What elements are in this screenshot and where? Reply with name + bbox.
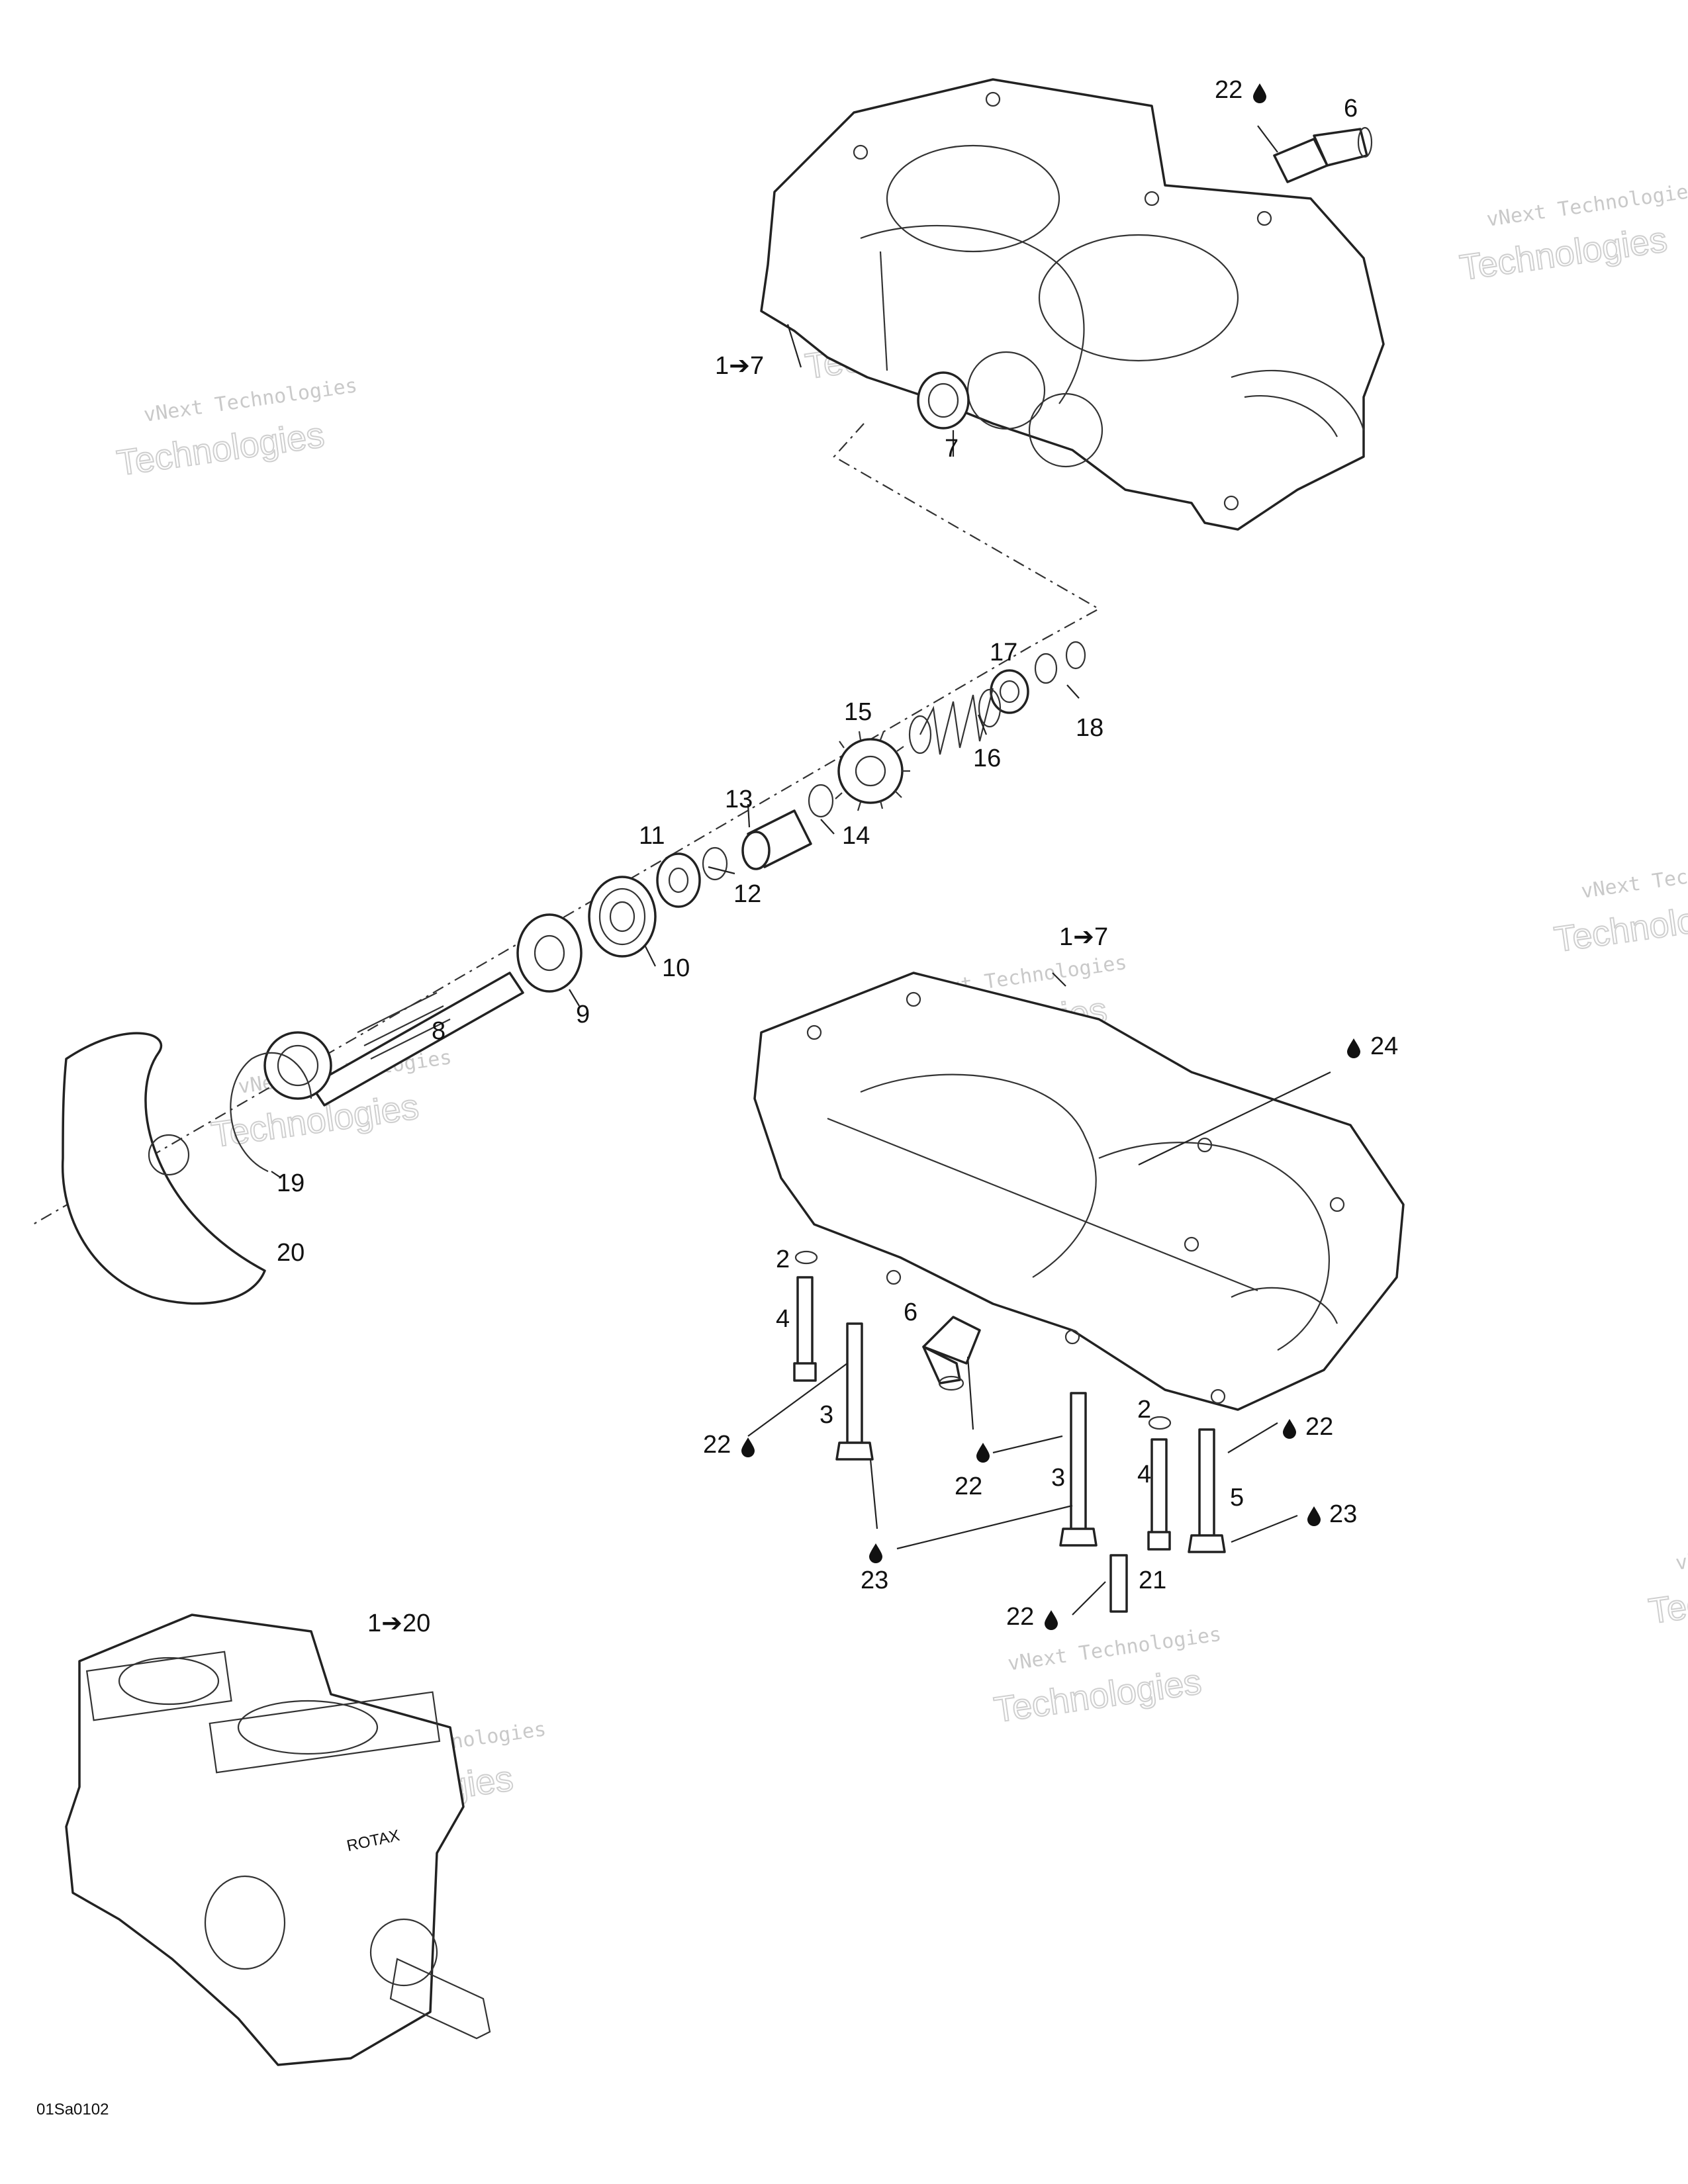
watermark-text: vNext Technologies [1674,1522,1688,1575]
sealant-drop-icon [741,1437,755,1457]
callout-label: 9 [576,1001,590,1028]
bearing-10 [588,876,657,958]
callout-label: 22 [703,1431,731,1459]
callout-label: 3 [1051,1464,1065,1492]
callout-label: 23 [861,1567,888,1594]
callout-label: 20 [277,1239,305,1267]
engine-assembly: ROTAX [65,1614,491,2066]
upper-crankcase [760,78,1385,531]
ring-12 [702,846,728,881]
callout-label: 1➔20 [367,1610,430,1637]
sealant-drop-icon [1347,1038,1360,1058]
sealant-drop-icon [1045,1610,1058,1630]
ring-17 [1034,653,1058,684]
bolt-4-right [1147,1438,1171,1551]
bolt-3-right [1059,1392,1098,1547]
disc-20 [61,1032,266,1305]
callout-label: 24 [1370,1032,1398,1060]
callout-label: 10 [662,954,690,982]
ring-14 [808,784,834,818]
sleeve-13 [741,809,812,870]
watermark-text: vNext Technologies [1579,850,1688,903]
callout-label: 19 [277,1169,305,1197]
callout-label: 22 [1215,76,1243,104]
callout-label: 21 [1139,1567,1166,1594]
elbow-fitting-top [1273,126,1373,183]
spring-seat [990,669,1029,714]
bolt-5 [1188,1428,1226,1553]
drive-shaft-8 [263,972,524,1107]
washer-2-right [1148,1416,1172,1430]
seal-9 [516,913,583,993]
bearing-7 [917,371,970,430]
callout-label: 2 [776,1246,790,1273]
sealant-drop-icon [1253,83,1266,103]
sealant-drop-icon [976,1443,990,1463]
callout-label: 16 [973,745,1001,772]
callout-label: 3 [820,1401,833,1429]
leader-lines [271,125,1331,1615]
retaining-ring-18 [1065,641,1086,670]
stud-21 [1109,1554,1128,1613]
watermark-text: vNext Technologies [142,374,359,427]
callout-labels: 22 6 1➔7 7 17 18 16 15 13 14 11 12 10 9 … [277,76,1398,1637]
gear-15 [835,731,910,811]
callout-label: 11 [639,822,665,850]
callout-label: 8 [432,1017,445,1045]
sealant-drop-icon [1307,1506,1321,1526]
lower-crankcase [753,972,1405,1411]
callout-label: 23 [1329,1500,1357,1528]
circlip-19 [230,1052,312,1172]
callout-label: 13 [725,786,753,813]
washer-2-left [794,1250,818,1265]
spring-16 [908,688,1002,755]
callout-label: 2 [1137,1396,1151,1424]
diagram-code: 01Sa0102 [36,2101,109,2118]
callout-label: 14 [842,822,870,850]
sealant-drop-icon [869,1543,882,1563]
watermark-text: Technologies [1552,891,1688,960]
callout-label: 12 [733,880,761,908]
callout-label: 6 [1344,95,1358,122]
callout-label: 1➔7 [1059,923,1108,951]
callout-label: 4 [1137,1461,1151,1488]
washer-11 [656,852,701,908]
callout-label: 22 [955,1473,982,1500]
elbow-fitting-lower [922,1316,981,1391]
callout-label: 18 [1076,714,1103,742]
bolt-4-left [793,1276,817,1382]
bolt-3-left [835,1322,874,1461]
callout-label: 5 [1230,1484,1244,1512]
callout-label: 4 [776,1305,790,1333]
callout-label: 6 [904,1298,917,1326]
callout-label: 1➔7 [715,352,764,380]
callout-label: 7 [945,435,959,463]
callout-label: 17 [990,639,1017,666]
callout-label: 15 [844,698,872,726]
sealant-drop-icon [1283,1419,1296,1439]
callout-label: 22 [1305,1413,1333,1441]
callout-label: 22 [1006,1603,1034,1631]
